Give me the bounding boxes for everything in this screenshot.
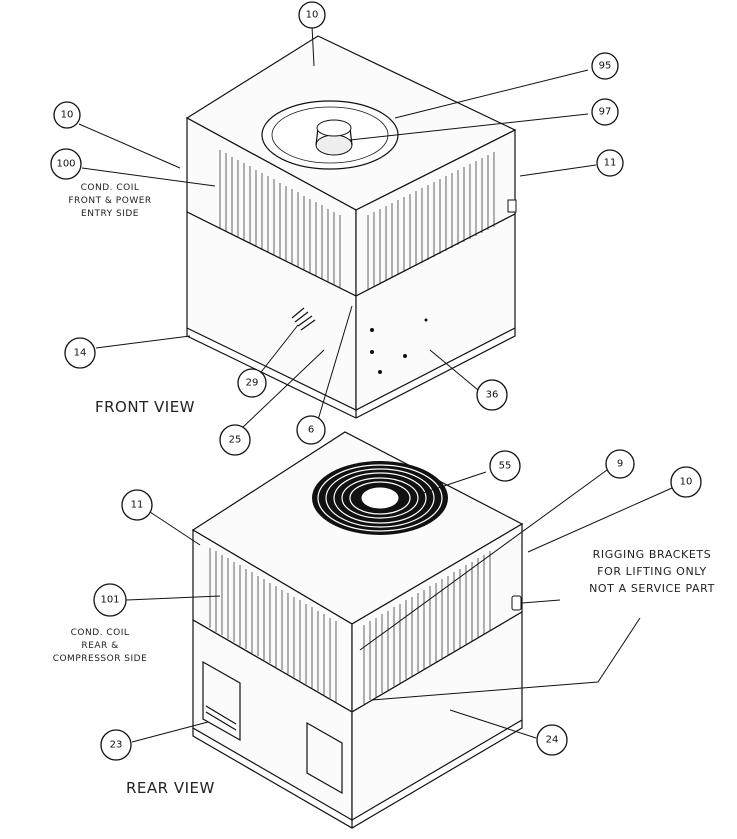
svg-text:55: 55 [499, 461, 512, 472]
rear-access-opening-left [202, 660, 241, 742]
rear-view-unit [191, 431, 524, 829]
front-view-label: FRONT VIEW [95, 398, 195, 416]
rear-left-coil-grille [209, 548, 337, 702]
svg-text:23: 23 [110, 740, 123, 751]
callout-100: 100 [50, 148, 82, 180]
svg-text:9: 9 [617, 459, 623, 470]
svg-text:10: 10 [306, 10, 319, 21]
front-fan-assembly [261, 100, 399, 170]
svg-text:97: 97 [599, 107, 612, 118]
callout-25: 25 [219, 424, 251, 456]
rear-fan-guard [312, 461, 448, 535]
rigging-bracket [511, 595, 522, 611]
callout-95: 95 [591, 52, 619, 80]
svg-text:24: 24 [546, 735, 559, 746]
front-view-unit [185, 35, 517, 419]
rear-coil-note: COND. COIL REAR & COMPRESSOR SIDE [53, 628, 148, 664]
rear-right-coil-grille [363, 551, 491, 704]
svg-text:36: 36 [486, 390, 499, 401]
rigging-note: RIGGING BRACKETS FOR LIFTING ONLY NOT A … [589, 548, 715, 595]
svg-text:10: 10 [61, 110, 74, 121]
front-right-coil-grille [367, 152, 495, 290]
svg-text:10: 10 [680, 477, 693, 488]
callout-101: 101 [93, 583, 127, 617]
front-louver-vent [291, 307, 316, 331]
svg-text:FRONT & POWER: FRONT & POWER [68, 196, 151, 206]
svg-text:14: 14 [74, 348, 87, 359]
svg-text:COND. COIL: COND. COIL [81, 183, 140, 193]
svg-text:RIGGING BRACKETS: RIGGING BRACKETS [593, 548, 712, 561]
svg-text:NOT A SERVICE PART: NOT A SERVICE PART [589, 582, 715, 595]
callout-6: 6 [296, 415, 326, 445]
svg-text:FOR LIFTING ONLY: FOR LIFTING ONLY [597, 565, 707, 578]
callout-97: 97 [591, 98, 619, 126]
svg-text:25: 25 [229, 435, 242, 446]
svg-text:REAR &: REAR & [81, 641, 118, 651]
callout-10-top: 10 [298, 1, 326, 29]
svg-text:11: 11 [131, 500, 144, 511]
svg-text:6: 6 [308, 425, 314, 436]
rear-access-opening-right [306, 721, 343, 795]
callout-9: 9 [605, 449, 635, 479]
front-coil-note: COND. COIL FRONT & POWER ENTRY SIDE [68, 183, 151, 219]
callout-10-rear: 10 [670, 466, 702, 498]
callout-55: 55 [489, 450, 521, 482]
svg-text:COMPRESSOR SIDE: COMPRESSOR SIDE [53, 654, 148, 664]
callout-11-front: 11 [596, 149, 624, 177]
svg-text:95: 95 [599, 61, 612, 72]
rear-view-label: REAR VIEW [126, 779, 215, 797]
svg-text:100: 100 [56, 159, 75, 170]
callout-29: 29 [237, 368, 267, 398]
callout-23: 23 [100, 729, 132, 761]
svg-text:COND. COIL: COND. COIL [71, 628, 130, 638]
front-left-coil-grille [219, 150, 341, 288]
svg-text:ENTRY SIDE: ENTRY SIDE [81, 209, 139, 219]
svg-text:11: 11 [604, 158, 617, 169]
leader-lines [78, 25, 673, 743]
callout-36: 36 [476, 379, 508, 411]
callout-11-rear: 11 [121, 489, 153, 521]
svg-text:29: 29 [246, 378, 259, 389]
callout-24: 24 [536, 724, 568, 756]
svg-text:101: 101 [100, 595, 119, 606]
callout-14: 14 [64, 337, 96, 369]
callout-10-left: 10 [53, 101, 81, 129]
